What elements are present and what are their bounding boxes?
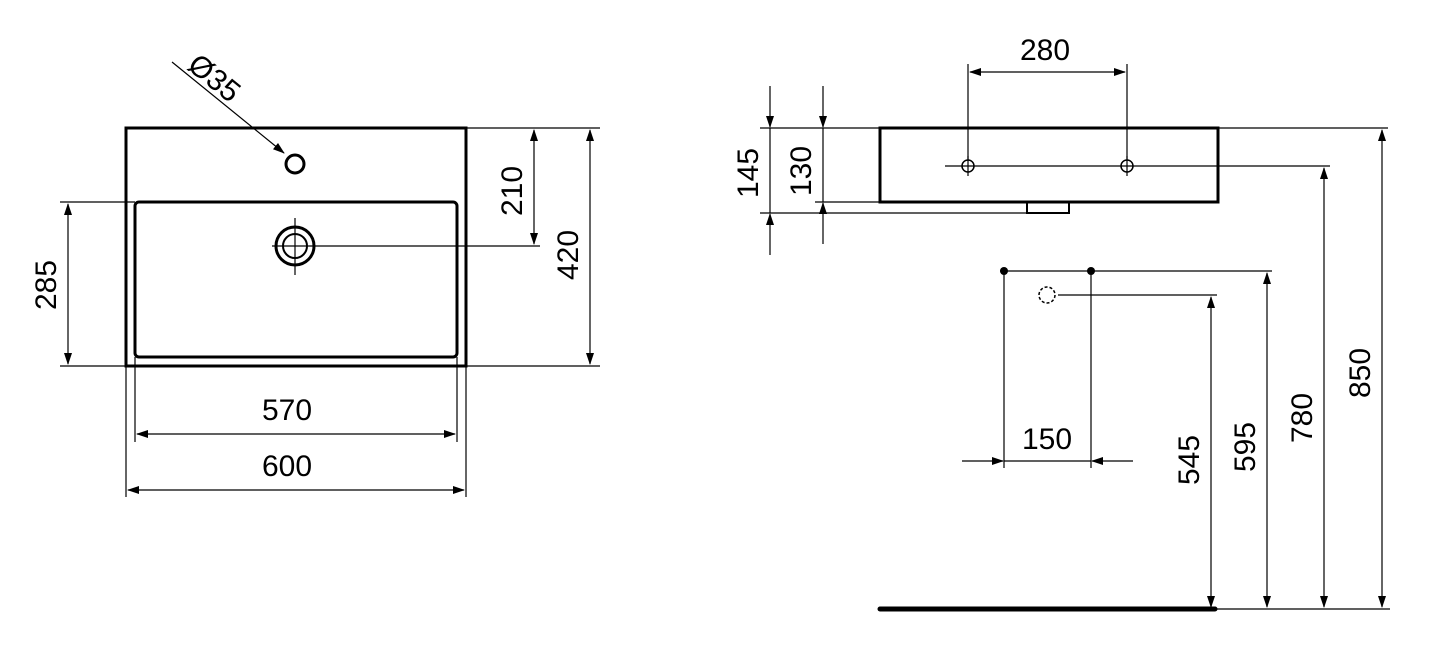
tap-hole [284, 153, 306, 175]
drain-icon [272, 218, 540, 275]
dim-210-label: 210 [496, 166, 529, 216]
waste-outlet-icon [1038, 286, 1056, 304]
dim-130-label: 130 [785, 146, 818, 196]
basin-outline [124, 126, 468, 368]
basin-profile [878, 126, 1220, 204]
dim-850-label: 850 [1344, 348, 1377, 398]
side-view: 280 145 130 150 54 [732, 34, 1390, 612]
dim-570-label: 570 [262, 394, 312, 427]
dim-150-label: 150 [1022, 423, 1072, 456]
dim-420-label: 420 [552, 230, 585, 280]
dim-595-label: 595 [1229, 422, 1262, 472]
dim-780-label: 780 [1286, 393, 1319, 443]
top-view: Ø35 210 420 285 570 600 [30, 48, 600, 497]
dim-280-label: 280 [1020, 34, 1070, 67]
tap-hole-leader [171, 61, 285, 154]
waste-spigot [1026, 202, 1070, 214]
dim-285-label: 285 [30, 260, 63, 310]
bowl-outline [133, 200, 459, 359]
dim-145-label: 145 [732, 148, 765, 198]
dim-600-label: 600 [262, 450, 312, 483]
dim-545-label: 545 [1173, 435, 1206, 485]
tap-hole-diameter-label: Ø35 [182, 48, 247, 109]
